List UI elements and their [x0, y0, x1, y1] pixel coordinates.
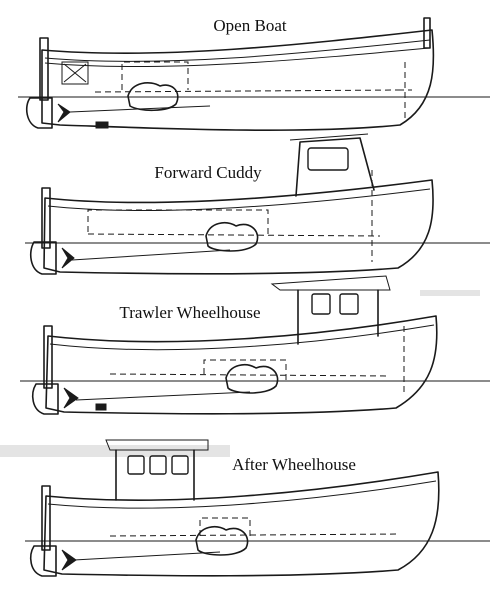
sternpost	[39, 37, 49, 101]
floor-line	[109, 533, 401, 537]
cuddy-window	[307, 147, 349, 171]
boat-open-boat: Open Boat	[18, 16, 490, 131]
engine-icon	[127, 82, 179, 112]
sternpost	[41, 187, 51, 249]
floor-line	[94, 89, 401, 93]
wheelhouse-window	[171, 455, 189, 475]
stem-post	[423, 17, 431, 49]
fish-hold	[61, 61, 89, 85]
wheelhouse-roof	[270, 275, 391, 291]
wheelhouse-window	[339, 293, 359, 315]
hull-outline	[41, 29, 435, 131]
boat-after-wheelhouse: After Wheelhouse	[25, 439, 490, 577]
wheelhouse-walls	[297, 289, 379, 345]
wheelhouse-roof	[105, 439, 209, 451]
engine-box	[199, 517, 251, 538]
boat-trawler-wheelhouse: Trawler Wheelhouse	[20, 275, 490, 415]
rudder-icon	[31, 383, 59, 415]
engine-box	[87, 209, 269, 234]
hull-outline	[43, 179, 434, 275]
rudder-icon	[29, 545, 57, 577]
sternpost	[41, 485, 51, 551]
wheelhouse-window	[311, 293, 331, 315]
skeg	[95, 403, 107, 411]
sheer-line	[49, 324, 435, 351]
prop-shaft	[73, 551, 221, 561]
label-trawler-wheelhouse: Trawler Wheelhouse	[119, 303, 260, 322]
prop-shaft	[71, 249, 231, 261]
prop-shaft	[69, 105, 211, 113]
rudder-icon	[29, 241, 57, 275]
skeg	[95, 121, 109, 129]
engine-icon	[195, 526, 249, 556]
label-after-wheelhouse: After Wheelhouse	[232, 455, 356, 474]
forward-bulkhead	[398, 62, 412, 120]
propeller-icon	[57, 103, 71, 123]
propeller-icon	[61, 247, 75, 269]
sheer-line	[47, 188, 431, 212]
floor-line	[87, 233, 381, 237]
print-smudge	[0, 445, 230, 457]
engine-icon	[225, 364, 279, 394]
prop-shaft	[75, 391, 251, 401]
cuddy-cabin	[295, 137, 375, 197]
wheelhouse-window	[127, 455, 145, 475]
engine-box	[203, 359, 287, 380]
floor-line	[109, 373, 391, 377]
engine-icon	[205, 222, 259, 252]
boat-forward-cuddy: Forward Cuddy	[25, 133, 490, 275]
propeller-icon	[61, 549, 77, 571]
engine-box	[121, 61, 189, 90]
rubbing-strake	[44, 47, 430, 68]
cuddy-roof	[289, 133, 369, 141]
sheer-line	[47, 480, 437, 509]
propeller-icon	[63, 387, 79, 409]
sheer-line	[44, 39, 431, 62]
wheelhouse-walls	[115, 449, 195, 501]
sternpost	[43, 325, 53, 389]
print-smudge	[420, 290, 480, 296]
wheelhouse-window	[149, 455, 167, 475]
rudder-icon	[25, 97, 53, 129]
hold-cross	[63, 63, 87, 83]
hull-outline	[43, 471, 440, 577]
hull-outline	[45, 315, 438, 415]
label-forward-cuddy: Forward Cuddy	[154, 163, 262, 182]
label-open-boat: Open Boat	[213, 16, 286, 35]
